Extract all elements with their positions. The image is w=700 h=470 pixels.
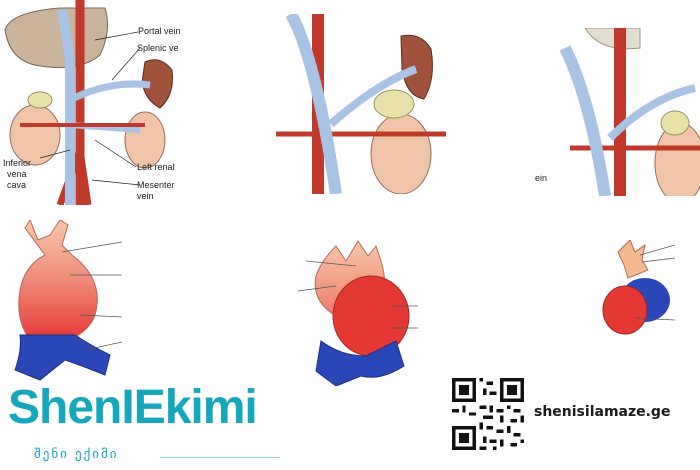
adrenal-gland	[373, 89, 415, 119]
iliac-vessels	[14, 334, 111, 381]
label-inferior: Inferior	[3, 158, 31, 168]
inferior-vena-cava	[285, 14, 342, 194]
label-splenic-vein: Splenic ve	[137, 43, 179, 53]
kidney-right	[9, 104, 61, 166]
aneurysm-sac	[18, 220, 98, 341]
aneurysm-panel-left	[10, 220, 122, 385]
liver-shape	[584, 28, 641, 50]
iliac-vessels	[315, 340, 405, 386]
splenic-vein	[328, 65, 418, 127]
label-portal-vein: Portal vein	[138, 26, 181, 36]
label-vein: vein	[137, 191, 154, 201]
brand-logo: ShenIEkimi	[8, 381, 258, 434]
aneurysm-neck	[617, 240, 649, 279]
label-cava: cava	[7, 180, 26, 190]
kidney-left	[370, 113, 432, 194]
brand-underline	[160, 457, 280, 458]
label-vein-partial: ein	[535, 173, 547, 183]
aneurysm-sac	[602, 285, 648, 335]
anatomy-panel-full: Portal vein Splenic ve Inferior vena cav…	[0, 0, 182, 205]
qr-code	[452, 378, 524, 450]
spleen-shape	[141, 59, 173, 109]
inferior-vena-cava	[559, 45, 611, 196]
label-vena: vena	[7, 169, 27, 179]
kidney-left	[124, 111, 166, 169]
splenic-vein	[607, 84, 696, 141]
aneurysm-panel-right	[590, 240, 675, 340]
liver-shape	[4, 7, 109, 69]
inferior-vena-cava	[57, 9, 75, 205]
anatomy-panel-crop-right: ein	[530, 28, 700, 196]
aneurysm-sac	[332, 275, 410, 357]
adrenal-gland	[660, 110, 690, 136]
anatomy-panel-crop-center	[276, 14, 448, 194]
aneurysm-panel-center	[296, 236, 418, 386]
spleen-shape	[400, 34, 433, 100]
label-left-renal: Left renal	[137, 162, 175, 172]
splenic-vein	[68, 80, 151, 104]
label-mesenteric: Mesenter	[137, 180, 175, 190]
brand-subtitle: შენი ექიმი	[34, 447, 119, 462]
website-url: shenisilamaze.ge	[534, 404, 671, 420]
adrenal-gland	[27, 91, 53, 109]
